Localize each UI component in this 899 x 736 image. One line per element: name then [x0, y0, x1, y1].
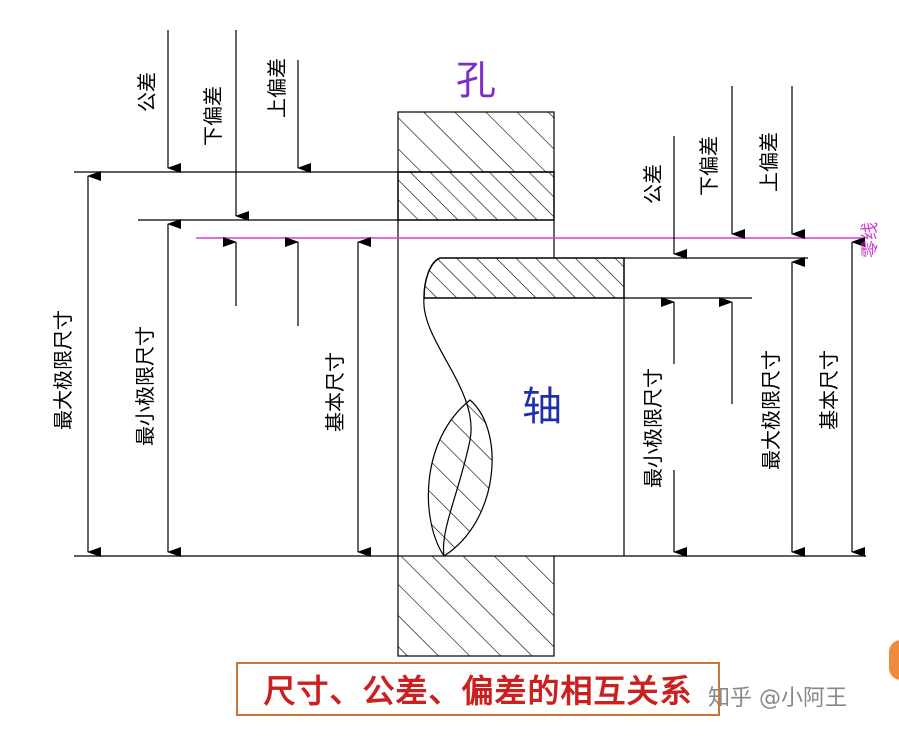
left-lower-deviation-label: 下偏差 [201, 86, 225, 146]
left-max-limit-size-label: 最大极限尺寸 [51, 310, 75, 430]
orange-edge-marker [889, 640, 899, 680]
reference-lines [74, 171, 866, 557]
right-tolerance-label: 公差 [641, 164, 665, 204]
left-dimensions [87, 30, 371, 557]
hole-label: 孔 [456, 58, 496, 104]
right-basic-size-label: 基本尺寸 [817, 350, 841, 430]
right-upper-deviation-label: 上偏差 [757, 132, 781, 192]
hole-upper-wall [397, 111, 555, 556]
shaft-label: 轴 [522, 384, 562, 430]
caption-box: 尺寸、公差、偏差的相互关系 [236, 662, 720, 716]
shaft-body [423, 257, 625, 557]
left-upper-deviation-label: 上偏差 [265, 58, 289, 118]
watermark: 知乎 @小阿王 [708, 686, 847, 711]
left-tolerance-label: 公差 [135, 72, 159, 112]
left-min-limit-size-label: 最小极限尺寸 [133, 326, 157, 446]
right-max-limit-size-label: 最大极限尺寸 [759, 350, 783, 470]
right-dimensions [661, 86, 865, 557]
right-lower-deviation-label: 下偏差 [697, 136, 721, 196]
hole-lower-wall [397, 555, 555, 657]
right-min-limit-size-label: 最小极限尺寸 [641, 368, 665, 488]
caption-text: 尺寸、公差、偏差的相互关系 [263, 672, 693, 710]
zero-line-label: 零线 [860, 222, 881, 258]
left-basic-size-label: 基本尺寸 [323, 352, 347, 432]
